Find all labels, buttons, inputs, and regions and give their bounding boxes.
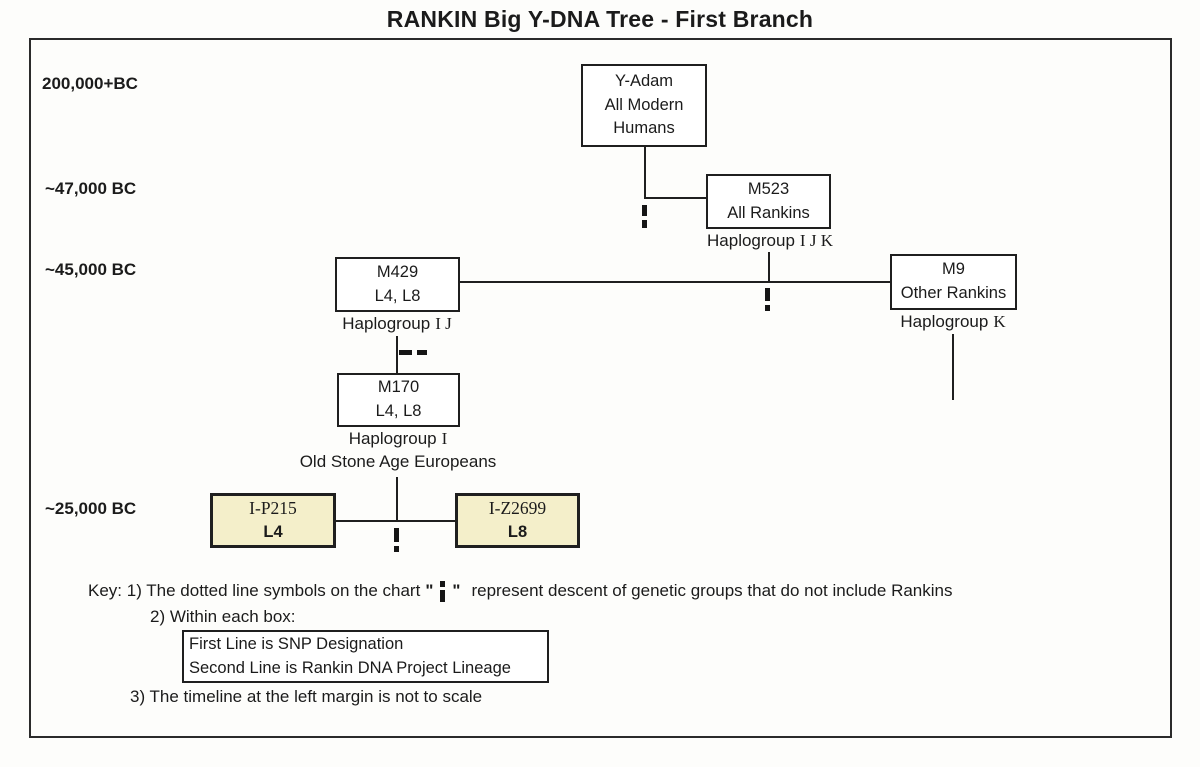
quote-mark: " bbox=[452, 581, 461, 600]
dotted-descent-symbol bbox=[642, 205, 647, 216]
haplogroup-letters: I bbox=[441, 429, 448, 448]
key-item-1-text: Key: 1) The dotted line symbols on the c… bbox=[88, 581, 421, 600]
node-line: L4, L8 bbox=[374, 286, 421, 305]
label-old-stone-age-europeans: Old Stone Age Europeans bbox=[299, 452, 497, 471]
node-line: Humans bbox=[613, 119, 675, 138]
node-line: L4, L8 bbox=[375, 402, 422, 420]
timeline-label-47000bc: ~47,000 BC bbox=[45, 179, 137, 198]
key-item-3: 3) The timeline at the left margin is no… bbox=[130, 687, 483, 706]
node-m9: M9 Other Rankins bbox=[890, 254, 1017, 310]
connector-p215-z2699 bbox=[336, 520, 455, 522]
dotted-descent-symbol bbox=[440, 581, 446, 603]
dotted-descent-symbol bbox=[765, 288, 770, 301]
node-line: Y-Adam bbox=[614, 71, 674, 90]
dotted-descent-symbol bbox=[399, 350, 412, 355]
node-y-adam: Y-Adam All Modern Humans bbox=[581, 64, 707, 147]
key-item-1-text: represent descent of genetic groups that… bbox=[471, 581, 953, 600]
node-line: I-P215 bbox=[249, 497, 297, 518]
connector-yadam-m523 bbox=[644, 197, 706, 199]
node-line: I-Z2699 bbox=[488, 497, 547, 518]
key-box-line: Second Line is Rankin DNA Project Lineag… bbox=[189, 658, 511, 677]
node-line: All Modern bbox=[604, 95, 684, 114]
node-line: M523 bbox=[747, 179, 790, 198]
haplogroup-word: Haplogroup bbox=[348, 429, 437, 448]
diagram-title: RANKIN Big Y-DNA Tree - First Branch bbox=[386, 6, 814, 32]
node-i-p215: I-P215 L4 bbox=[210, 493, 336, 548]
key-box-line: First Line is SNP Designation bbox=[189, 635, 404, 653]
node-i-z2699: I-Z2699 L8 bbox=[455, 493, 580, 548]
dotted-descent-symbol bbox=[765, 305, 770, 311]
key-item-2: 2) Within each box: bbox=[150, 607, 296, 626]
key-explanation-box: First Line is SNP Designation Second Lin… bbox=[182, 630, 549, 683]
connector-m429-m9 bbox=[460, 281, 890, 283]
node-line: M429 bbox=[376, 262, 419, 281]
connector-i-down bbox=[396, 477, 398, 522]
haplogroup-letters: I J K bbox=[799, 231, 833, 250]
haplogroup-letters: K bbox=[993, 312, 1006, 331]
dotted-descent-symbol bbox=[394, 528, 399, 542]
diagram-border-frame bbox=[29, 38, 1172, 738]
node-m523: M523 All Rankins bbox=[706, 174, 831, 229]
node-line: L8 bbox=[507, 523, 528, 542]
connector-ijk-down bbox=[768, 252, 770, 283]
haplogroup-word: Haplogroup bbox=[342, 314, 431, 333]
node-m170: M170 L4, L8 bbox=[337, 373, 460, 427]
node-line: M170 bbox=[377, 378, 420, 397]
haplogroup-word: Haplogroup bbox=[707, 231, 795, 250]
haplogroup-word: Haplogroup bbox=[900, 312, 989, 331]
dotted-descent-symbol bbox=[394, 546, 399, 552]
connector-yadam-down bbox=[644, 147, 646, 199]
dotted-descent-symbol bbox=[417, 350, 427, 355]
node-line: Other Rankins bbox=[900, 284, 1007, 302]
key-item-1: Key: 1) The dotted line symbols on the c… bbox=[88, 581, 953, 603]
connector-ij-m170 bbox=[396, 336, 398, 373]
quote-mark: " bbox=[425, 581, 434, 600]
node-line: M9 bbox=[942, 260, 965, 279]
timeline-label-45000bc: ~45,000 BC bbox=[45, 260, 137, 279]
node-line: L4 bbox=[263, 523, 283, 542]
connector-k-down bbox=[952, 334, 954, 400]
timeline-label-25000bc: ~25,000 BC bbox=[45, 499, 137, 518]
timeline-label-200000bc: 200,000+BC bbox=[42, 74, 138, 93]
node-line: All Rankins bbox=[727, 203, 810, 222]
dotted-descent-symbol bbox=[642, 220, 647, 228]
node-m429: M429 L4, L8 bbox=[335, 257, 460, 312]
haplogroup-letters: I J bbox=[435, 314, 452, 333]
